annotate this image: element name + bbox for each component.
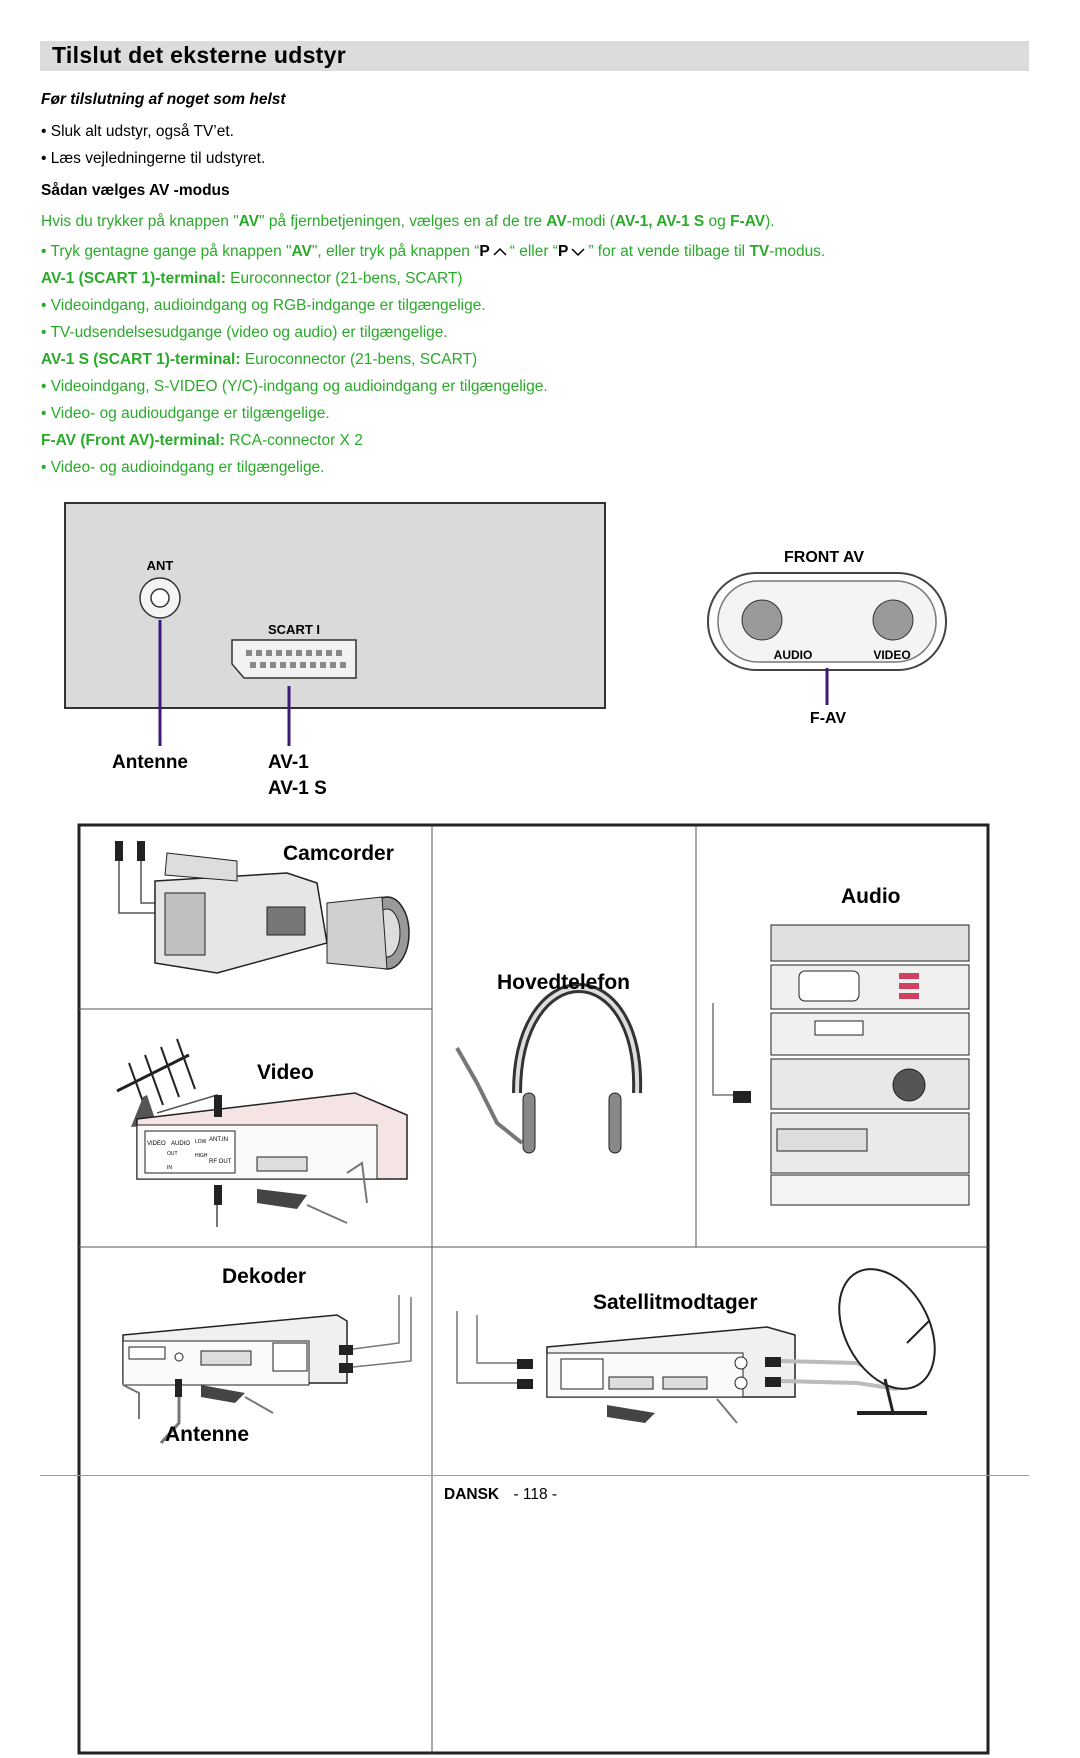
bullet-turn-off: • Sluk alt udstyr, også TV’et. (41, 123, 234, 140)
scart-pin (256, 650, 262, 656)
scart-pin (320, 662, 326, 668)
vcr-out-label: OUT (167, 1151, 178, 1157)
vcr-rfout-label: RF OUT (209, 1159, 232, 1165)
footer: DANSK - 118 - (444, 1486, 557, 1504)
scart-pin (280, 662, 286, 668)
bullet-read-manuals: • Læs vejledningerne til udstyret. (41, 150, 266, 167)
scart-pin (300, 662, 306, 668)
front-av-diagram: FRONT AV AUDIO VIDEO F-AV (707, 549, 947, 727)
vcr-audio-label: AUDIO (171, 1141, 190, 1147)
scart-pin (276, 650, 282, 656)
video-socket (872, 599, 914, 641)
fav-callout: F-AV (810, 710, 846, 727)
terminal-fav: F-AV (Front AV)-terminal: RCA-connector … (41, 432, 363, 449)
scart-pin (270, 662, 276, 668)
terminal-av1s: AV-1 S (SCART 1)-terminal: Euroconnector… (41, 351, 478, 368)
vcr-in-label: IN (167, 1165, 172, 1171)
terminal-fav-item: • Video- og audioindgang er tilgængelige… (41, 459, 325, 476)
footer-divider (40, 1475, 1029, 1476)
terminal-av1: AV-1 (SCART 1)-terminal: Euroconnector (… (41, 270, 463, 287)
av1-callout: AV-1 (268, 752, 309, 773)
audio-illustration (712, 924, 970, 1206)
page-title-bar: Tilslut det eksterne udstyr (40, 41, 1029, 71)
scart-pin (336, 650, 342, 656)
footer-page-number: - 118 - (513, 1486, 558, 1503)
ant-label: ANT (147, 558, 174, 573)
av-intro-text: Hvis du trykker på knappen "AV" på fjern… (41, 213, 775, 230)
scart-pin (296, 650, 302, 656)
scart-pin (250, 662, 256, 668)
video-label: Video (257, 1061, 314, 1084)
front-av-title: FRONT AV (784, 549, 864, 566)
scart-pin (340, 662, 346, 668)
scart-pin (330, 662, 336, 668)
rear-panel-diagram: ANT SCART I Antenne AV-1 AV-1 S (64, 502, 606, 798)
footer-language: DANSK (444, 1486, 500, 1503)
chevron-down-icon (571, 248, 585, 257)
audio-label: AUDIO (774, 648, 813, 662)
av-mode-heading: Sådan vælges AV -modus (41, 182, 230, 199)
video-label: VIDEO (873, 648, 910, 662)
decoder-label: Dekoder (222, 1265, 306, 1288)
page-title: Tilslut det eksterne udstyr (52, 42, 346, 68)
vcr-low-label: LOW (195, 1139, 207, 1145)
video-illustration (116, 1038, 408, 1227)
satellite-illustration (456, 1268, 936, 1424)
scart-label: SCART I (268, 622, 320, 637)
scart-pin (316, 650, 322, 656)
decoder-illustration (122, 1295, 412, 1445)
scart-pin (290, 662, 296, 668)
scart-pin (326, 650, 332, 656)
camcorder-label: Camcorder (283, 842, 394, 865)
scart-pin (246, 650, 252, 656)
antenna-device-label: Antenne (165, 1423, 249, 1446)
satellite-label: Satellitmodtager (593, 1291, 758, 1314)
subheading: Før tilslutning af noget som helst (41, 91, 286, 108)
vcr-antin-label: ANT.IN (209, 1137, 228, 1143)
audio-socket (741, 599, 783, 641)
terminal-av1-item: • TV-udsendelsesudgange (video og audio)… (41, 324, 448, 341)
chevron-up-icon (493, 248, 507, 256)
av1s-callout: AV-1 S (268, 778, 327, 798)
terminal-av1s-item: • Video- og audioudgange er tilgængelige… (41, 405, 330, 422)
scart-socket (231, 639, 357, 679)
antenna-callout: Antenne (112, 752, 188, 773)
scart-pin (310, 662, 316, 668)
av-press-text: • Tryk gentagne gange på knappen "AV", e… (41, 243, 826, 260)
vcr-video-label: VIDEO (147, 1141, 166, 1147)
scart-pin (286, 650, 292, 656)
headphone-label: Hovedtelefon (497, 971, 630, 994)
devices-diagram: Camcorder VIDEO AUDIO OUT IN LOW HIGH AN… (77, 823, 990, 1755)
headphone-illustration (455, 983, 643, 1154)
audio-label: Audio (841, 885, 900, 908)
vcr-high-label: HIGH (195, 1153, 208, 1159)
scart-pin (260, 662, 266, 668)
terminal-av1s-item: • Videoindgang, S-VIDEO (Y/C)-indgang og… (41, 378, 548, 395)
scart-pin (306, 650, 312, 656)
camcorder-illustration (115, 841, 410, 974)
terminal-av1-item: • Videoindgang, audioindgang og RGB-indg… (41, 297, 486, 314)
scart-pin (266, 650, 272, 656)
